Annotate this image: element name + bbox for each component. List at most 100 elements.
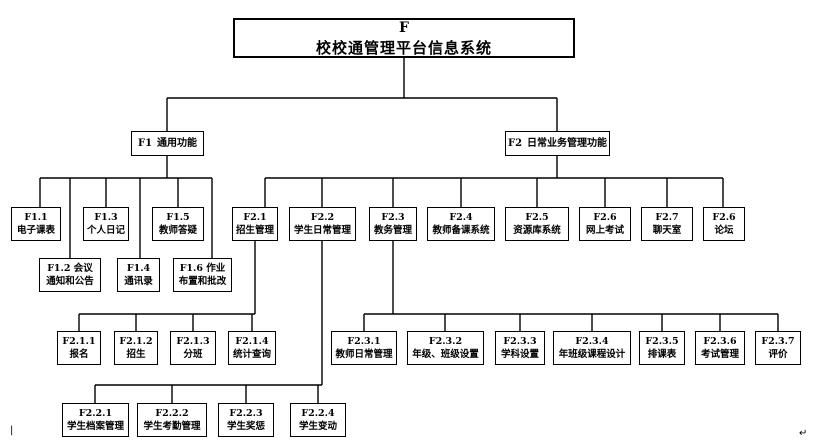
- node-f1-1: F1.1 电子课表: [11, 207, 61, 241]
- node-f2-5: F2.5 资源库系统: [505, 207, 569, 241]
- node-f2-4-code: F2.4: [449, 212, 473, 223]
- node-f2-1-2-code: F2.1.2: [119, 336, 153, 347]
- node-f1-2-code: F1.2: [47, 263, 71, 274]
- node-f2-3-3-code: F2.3.3: [503, 336, 537, 347]
- node-f2-4-label: 教师备课系统: [432, 225, 490, 236]
- node-f2-2-4-code: F2.2.4: [301, 408, 335, 419]
- node-f2-6: F2.6 网上考试: [579, 207, 631, 241]
- node-f1-5-label: 教师答疑: [158, 225, 197, 236]
- node-f2-1-label: 招生管理: [235, 225, 274, 236]
- node-f2-3-1: F2.3.1 教师日常管理: [331, 331, 397, 365]
- node-f2-1-1-code: F2.1.1: [62, 336, 96, 347]
- node-f2-1-4-label: 统计查询: [232, 349, 271, 360]
- node-f1-5: F1.5 教师答疑: [152, 207, 204, 241]
- node-f1-6-line1: F1.6 作业: [180, 262, 226, 275]
- node-f2-8-label: 论坛: [714, 225, 734, 236]
- node-f2-2-label: 学生日常管理: [293, 225, 351, 236]
- node-f2-3-3-label: 学科设置: [500, 349, 539, 360]
- node-f2-3-label: 教务管理: [373, 225, 412, 236]
- node-root: F 校校通管理平台信息系统: [233, 18, 575, 58]
- node-f2-2-1-code: F2.2.1: [78, 408, 113, 419]
- node-f2-2: F2.2 学生日常管理: [289, 207, 356, 241]
- node-f2-3-4-code: F2.3.4: [575, 336, 609, 347]
- left-edge-mark: |: [10, 425, 14, 436]
- node-f2-1-1-label: 报名: [69, 349, 89, 360]
- node-f2-3-7-label: 评价: [768, 349, 788, 360]
- node-f1-code: F1: [137, 138, 153, 149]
- node-f1-6: F1.6 作业 布置和批改: [173, 258, 232, 292]
- node-f2-3-6-code: F2.3.6: [703, 336, 737, 347]
- node-f2-6-label: 网上考试: [585, 225, 624, 236]
- node-f2-2-4-label: 学生变动: [298, 421, 337, 432]
- node-f2-2-2: F2.2.2 学生考勤管理: [137, 403, 207, 437]
- node-f2-2-1: F2.2.1 学生档案管理: [62, 403, 129, 437]
- node-f2-2-code: F2.2: [310, 212, 335, 223]
- node-f2-7: F2.7 聊天室: [641, 207, 693, 241]
- node-f1-5-code: F1.5: [166, 212, 190, 223]
- node-f2-3-1-label: 教师日常管理: [335, 349, 393, 360]
- node-f1-2-label: 会议: [73, 263, 93, 274]
- node-f2-3-7-code: F2.3.7: [761, 336, 795, 347]
- node-f2-1-3: F2.1.3 分班: [170, 331, 216, 365]
- node-f2-6-code: F2.6: [593, 212, 617, 223]
- node-f2-3-4: F2.3.4 年班级课程设计: [553, 331, 631, 365]
- node-f1-1-code: F1.1: [24, 212, 48, 223]
- node-f2-3-5: F2.3.5 排课表: [639, 331, 685, 365]
- node-f1-6-code: F1.6: [179, 263, 203, 274]
- node-f2-2-2-label: 学生考勤管理: [143, 421, 201, 432]
- node-f1-2-line1: F1.2 会议: [47, 262, 93, 275]
- node-f2-3-6-label: 考试管理: [700, 349, 739, 360]
- node-f2-4: F2.4 教师备课系统: [427, 207, 495, 241]
- node-f2-3-5-code: F2.3.5: [645, 336, 679, 347]
- node-f2-2-3-code: F2.2.3: [229, 408, 263, 419]
- node-root-label: 校校通管理平台信息系统: [315, 39, 492, 57]
- node-f2-2-3-label: 学生奖惩: [226, 421, 265, 432]
- node-f1-1-label: 电子课表: [16, 225, 55, 236]
- node-f2-3: F2.3 教务管理: [369, 207, 417, 241]
- node-f2-3-code: F2.3: [381, 212, 405, 223]
- node-f2-3-3: F2.3.3 学科设置: [495, 331, 545, 365]
- node-f2-3-1-code: F2.3.1: [347, 336, 381, 347]
- node-f2-2-3: F2.2.3 学生奖惩: [218, 403, 274, 437]
- node-f2-7-code: F2.7: [655, 212, 679, 223]
- node-f2-5-label: 资源库系统: [513, 225, 561, 236]
- node-f1-label: 通用功能: [157, 138, 198, 149]
- node-f1-4: F1.4 通讯录: [117, 258, 160, 292]
- node-f2-3-2-code: F2.3.2: [428, 336, 463, 347]
- node-f2-1-code: F2.1: [243, 212, 267, 223]
- node-f2-1-2: F2.1.2 招生: [114, 331, 158, 365]
- node-root-code: F: [399, 20, 409, 36]
- node-f2-2-1-label: 学生档案管理: [66, 421, 124, 432]
- node-f1-2: F1.2 会议 通知和公告: [39, 258, 101, 292]
- node-f1-3-label: 个人日记: [86, 225, 125, 236]
- node-f2-1: F2.1 招生管理: [232, 207, 278, 241]
- node-f2-3-2: F2.3.2 年级、班级设置: [407, 331, 484, 365]
- node-f1-6-label2: 布置和批改: [178, 276, 227, 287]
- node-f2-3-2-label: 年级、班级设置: [412, 349, 479, 360]
- node-f1-4-code: F1.4: [126, 263, 151, 274]
- node-f2-3-4-label: 年班级课程设计: [558, 349, 626, 360]
- node-f2-2-4: F2.2.4 学生变动: [290, 403, 346, 437]
- node-f1-3-code: F1.3: [94, 212, 118, 223]
- node-f2-3-7: F2.3.7 评价: [755, 331, 801, 365]
- return-arrow-icon: ↵: [799, 428, 808, 439]
- node-f2-1-1: F2.1.1 报名: [57, 331, 101, 365]
- node-f2-1-3-code: F2.1.3: [176, 336, 210, 347]
- node-f2-label: 日常业务管理功能: [527, 138, 608, 149]
- node-f2-1-4-code: F2.1.4: [235, 336, 269, 347]
- node-f2-1-2-label: 招生: [126, 349, 146, 360]
- node-f2-2-2-code: F2.2.2: [155, 408, 189, 419]
- node-f2: F2 日常业务管理功能: [505, 131, 610, 156]
- node-f1-6-label: 作业: [206, 263, 226, 274]
- node-f2-3-6: F2.3.6 考试管理: [695, 331, 745, 365]
- node-f1-3: F1.3 个人日记: [83, 207, 129, 241]
- node-f2-8-code: F2.6: [712, 212, 736, 223]
- node-f1-2-label2: 通知和公告: [46, 276, 94, 287]
- node-f2-5-code: F2.5: [525, 212, 549, 223]
- node-f2-1-3-label: 分班: [183, 349, 203, 360]
- node-f2-7-label: 聊天室: [652, 225, 682, 236]
- node-f1: F1 通用功能: [131, 131, 204, 156]
- node-f2-3-5-label: 排课表: [647, 349, 677, 360]
